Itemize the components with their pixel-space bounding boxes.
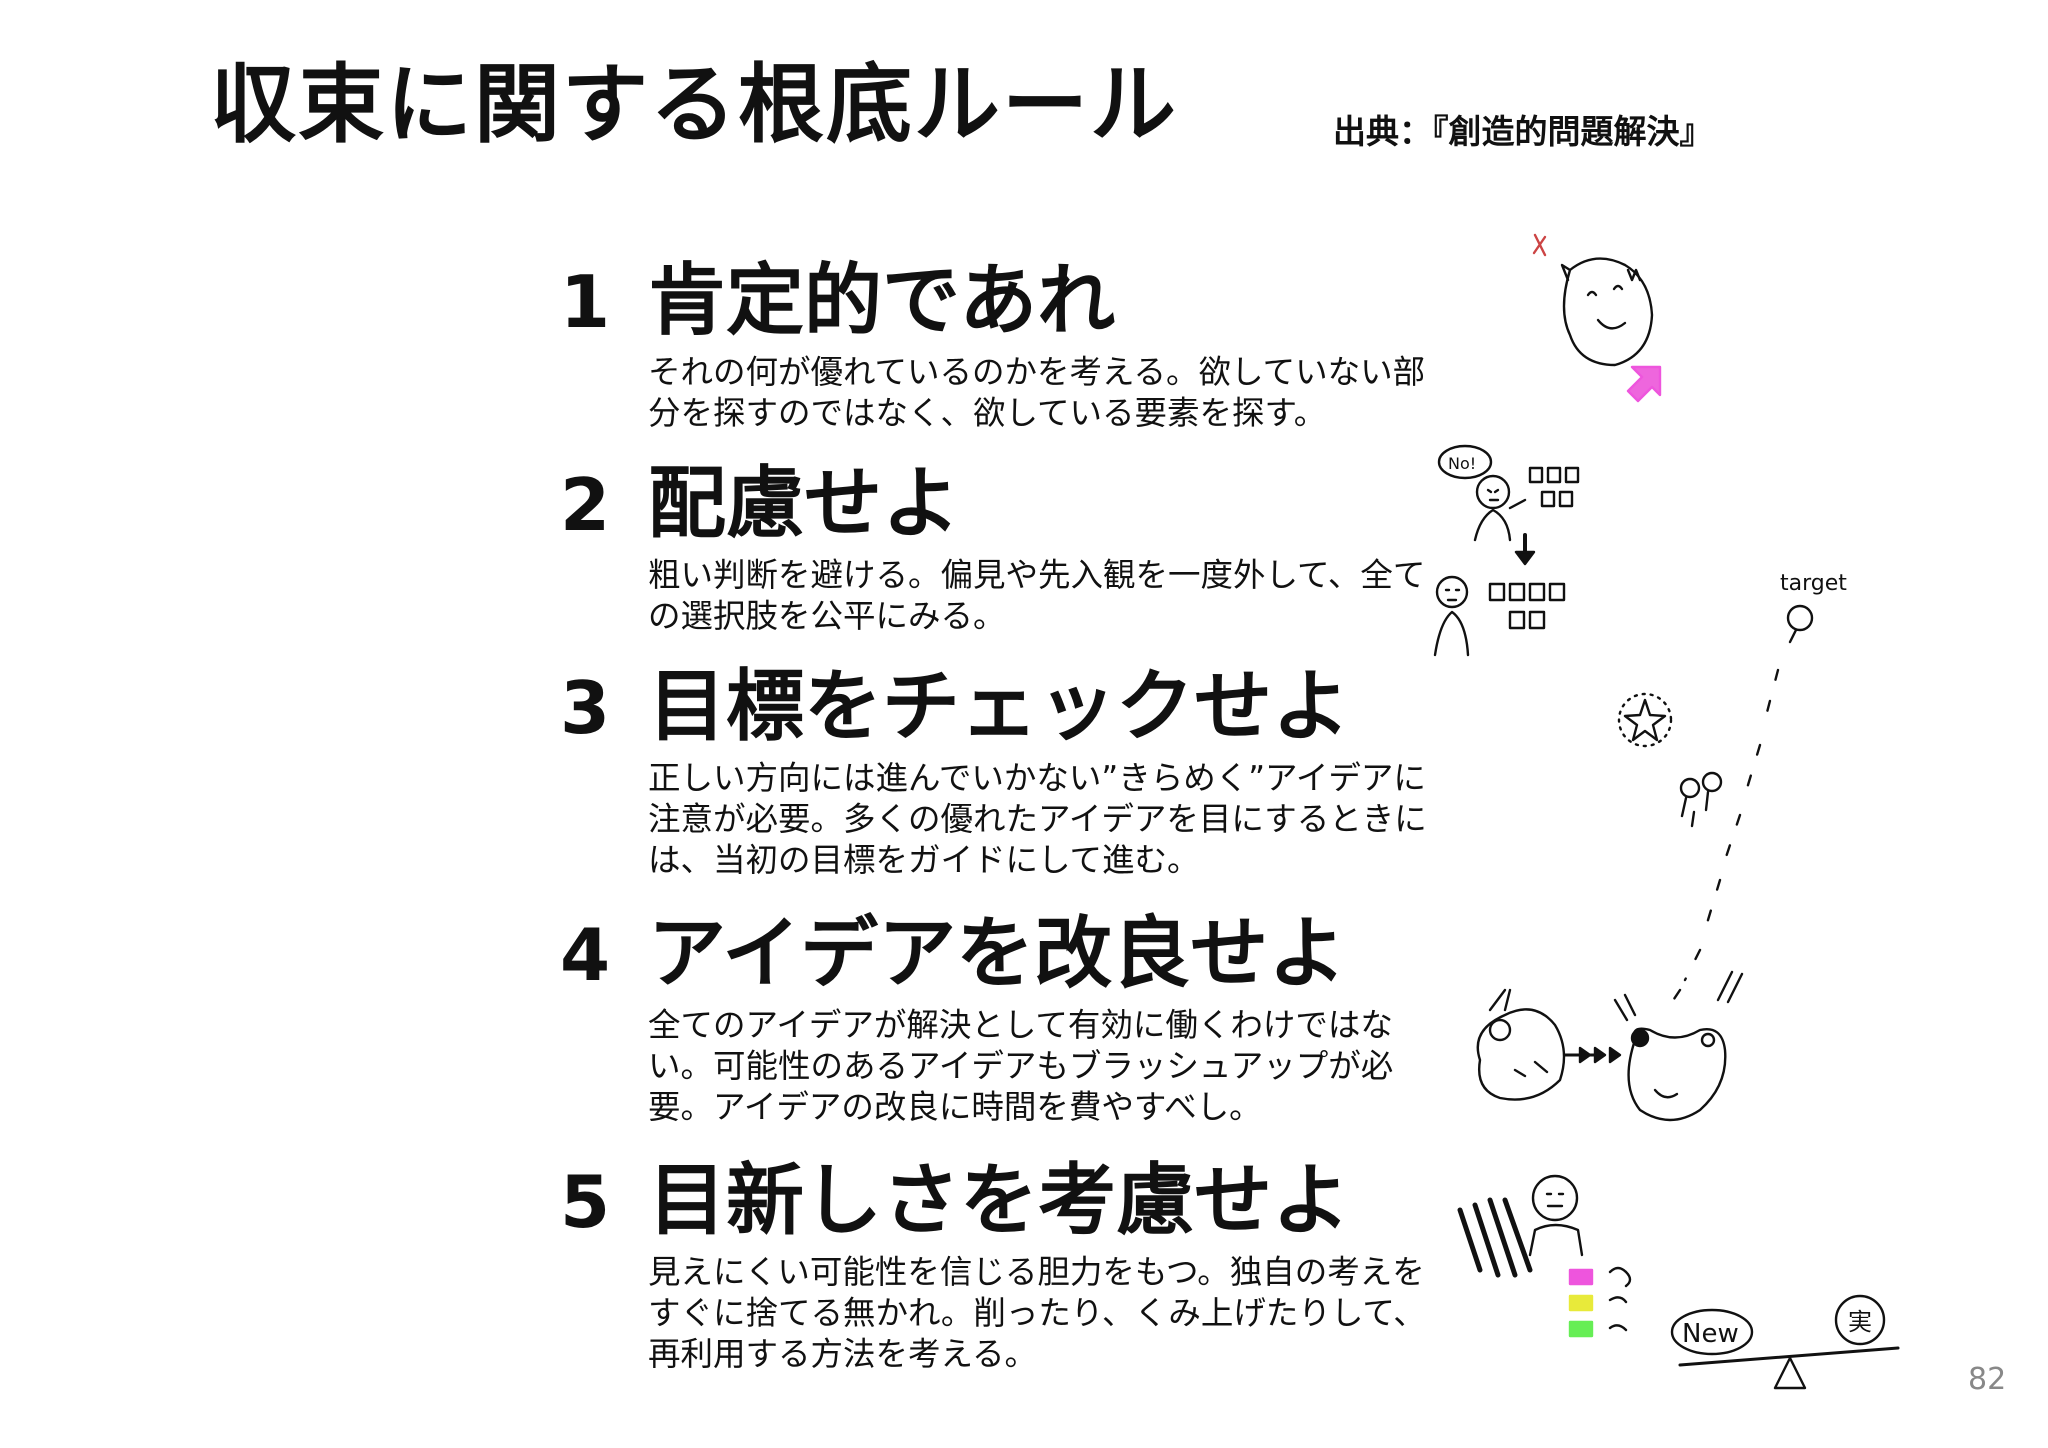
page-title: 収束に関する根底ルール [210, 55, 1178, 155]
rule-description: 全てのアイデアが解決として有効に働くわけではない。可能性のあるアイデアもブラッシ… [648, 1006, 1394, 1126]
rule-title: 目新しさを考慮せよ [648, 1156, 1351, 1246]
rule-number: 2 [560, 463, 611, 547]
target-path-sketch: target [1617, 571, 1847, 1007]
balance-new-label: New [1682, 1319, 1739, 1349]
rule-2: 2 配慮せよ 粗い判断を避ける。偏見や先入観を一度外して、全ての選択肢を公平にみ… [560, 465, 1460, 637]
positive-face-sketch [1532, 233, 1662, 403]
rule-4: 4 アイデアを改良せよ 全てのアイデアが解決として有効に働くわけではない。可能性… [560, 915, 1460, 1128]
rule-title: 配慮せよ [648, 459, 961, 549]
rule-number: 1 [560, 260, 611, 344]
rule-title: アイデアを改良せよ [648, 909, 1347, 999]
rule-number: 5 [560, 1160, 611, 1244]
rule-description: 見えにくい可能性を信じる胆力をもつ。独自の考えをすぐに捨てる無かれ。削ったり、く… [648, 1253, 1426, 1373]
rule-description: それの何が優れているのかを考える。欲していない部分を探すのではなく、欲している要… [648, 353, 1426, 432]
rule-1: 1 肯定的であれ それの何が優れているのかを考える。欲していない部分を探すのでは… [560, 262, 1460, 434]
target-label: target [1780, 571, 1847, 596]
rule-title: 肯定的であれ [648, 256, 1116, 346]
rule-description: 粗い判断を避ける。偏見や先入観を一度外して、全ての選択肢を公平にみる。 [648, 556, 1426, 635]
novelty-balance-sketch: New 実 [1457, 1174, 1900, 1390]
rule-5: 5 目新しさを考慮せよ 見えにくい可能性を信じる胆力をもつ。独自の考えをすぐに捨… [560, 1162, 1460, 1375]
balance-right-label: 実 [1848, 1308, 1872, 1336]
improve-idea-sketch [1476, 970, 1744, 1122]
page-number: 82 [1968, 1362, 2007, 1397]
rule-number: 4 [560, 913, 611, 997]
no-label: No! [1448, 454, 1476, 473]
consider-options-sketch: No! [1433, 444, 1580, 657]
rule-description: 正しい方向には進んでいかない”きらめく”アイデアに注意が必要。多くの優れたアイデ… [648, 759, 1427, 879]
rule-3: 3 目標をチェックせよ 正しい方向には進んでいかない”きらめく”アイデアに注意が… [560, 668, 1460, 881]
source-citation: 出典：『創造的問題解決』 [1333, 112, 1713, 151]
rule-title: 目標をチェックせよ [648, 662, 1351, 752]
rule-number: 3 [560, 666, 611, 750]
